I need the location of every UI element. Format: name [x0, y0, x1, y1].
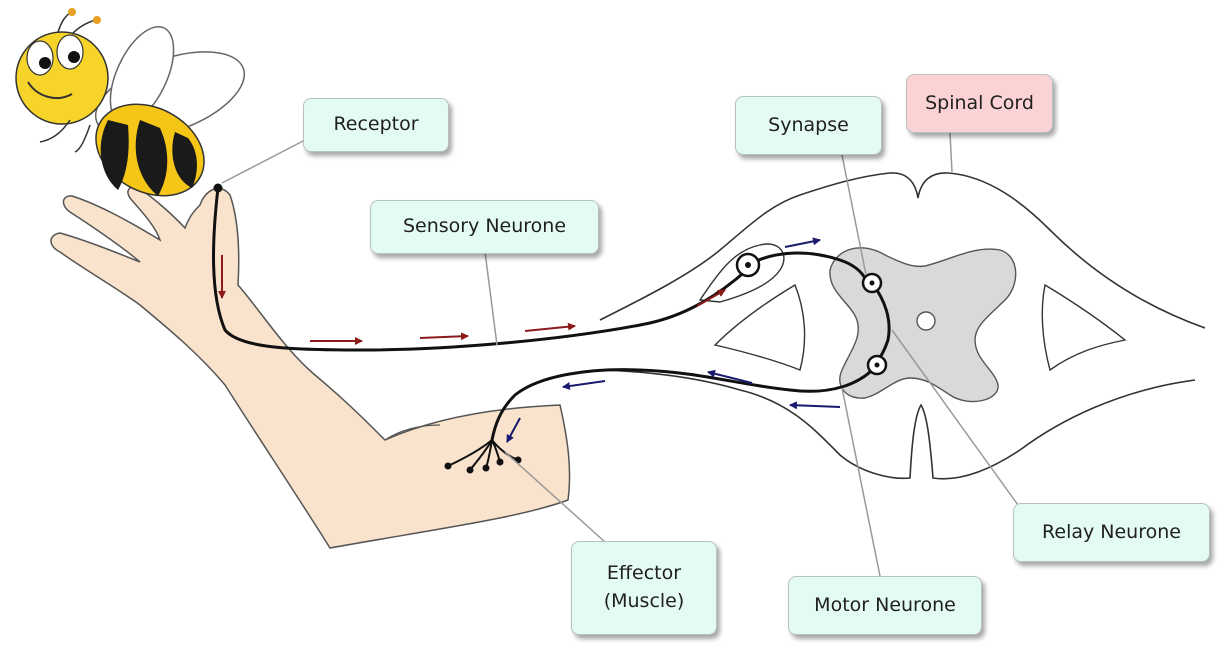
- motor-neurone-path: [444, 354, 888, 474]
- effector-label: Effector (Muscle): [571, 541, 717, 635]
- effector-ending-dot: [496, 458, 504, 466]
- bee-smile: [27, 81, 73, 99]
- relay-cell-body-nucleus: [869, 280, 875, 286]
- bee-pupil-right: [68, 51, 80, 63]
- impulse-arrow: [784, 237, 821, 248]
- spinal-cord-outline-bottom: [604, 369, 1196, 480]
- relay-neurone-path: [861, 272, 891, 363]
- receptor-label: Receptor: [303, 98, 449, 152]
- effector-ending-dot: [482, 464, 490, 472]
- sensory-direction-arrows: [218, 255, 726, 345]
- impulse-arrow: [696, 289, 726, 307]
- impulse-arrow: [707, 369, 753, 384]
- bee-eye-right: [56, 34, 84, 70]
- synapse-leader: [841, 154, 867, 276]
- central-canal: [916, 311, 936, 331]
- impulse-arrow: [419, 332, 469, 341]
- motor-neurone-fibre: [490, 364, 879, 441]
- sensory-neurone-path: [212, 183, 868, 352]
- impulse-arrow: [506, 417, 521, 443]
- spinal-cord-leader: [949, 132, 953, 173]
- white-matter-right: [1041, 283, 1127, 372]
- bee-antenna-right: [71, 19, 97, 35]
- impulse-arrow: [562, 380, 606, 390]
- impulse-arrow: [789, 401, 841, 410]
- receptor-leader: [221, 139, 306, 184]
- sensory-neurone-leader: [484, 251, 498, 346]
- spinal-cord-section: [599, 172, 1206, 480]
- motor-direction-arrows: [506, 237, 841, 443]
- white-matter-left: [713, 283, 806, 371]
- bee-arm: [74, 124, 91, 153]
- bee-eye-left: [26, 40, 54, 76]
- effector-ending-dot: [466, 466, 474, 474]
- motor-neurone-label: Motor Neurone: [788, 576, 982, 635]
- effector-ending-dot: [444, 462, 452, 470]
- arm: [50, 186, 571, 549]
- motor-neurone-leader: [841, 387, 881, 577]
- effector-leader: [504, 451, 606, 543]
- bee-icon: [15, 8, 246, 197]
- bee-stripe: [100, 120, 129, 190]
- bee-pupil-left: [39, 57, 51, 69]
- bee-arm: [39, 119, 71, 143]
- synapse-label: Synapse: [735, 96, 882, 155]
- sensory-cell-body-nucleus: [745, 262, 751, 268]
- motor-cell-body-nucleus: [874, 362, 880, 368]
- spinal-cord-outline: [599, 172, 1206, 329]
- bee-stripe: [172, 132, 197, 188]
- impulse-arrow: [524, 322, 576, 332]
- bee-antenna-tip: [93, 16, 101, 24]
- spinal-cord-label: Spinal Cord: [906, 74, 1053, 133]
- dorsal-root-ganglion-bulge: [698, 243, 785, 303]
- sensory-neurone-label: Sensory Neurone: [370, 200, 599, 254]
- relay-neurone-label: Relay Neurone: [1013, 503, 1210, 562]
- leader-lines: [221, 132, 1019, 577]
- sensory-neurone-fibre: [212, 187, 868, 352]
- relay-neurone-leader: [891, 329, 1019, 506]
- arm-skin: [50, 186, 571, 549]
- arm-crease: [384, 424, 441, 441]
- bee-stripe: [135, 120, 168, 196]
- bee-antenna-tip: [68, 8, 76, 16]
- receptor-ending: [213, 183, 223, 193]
